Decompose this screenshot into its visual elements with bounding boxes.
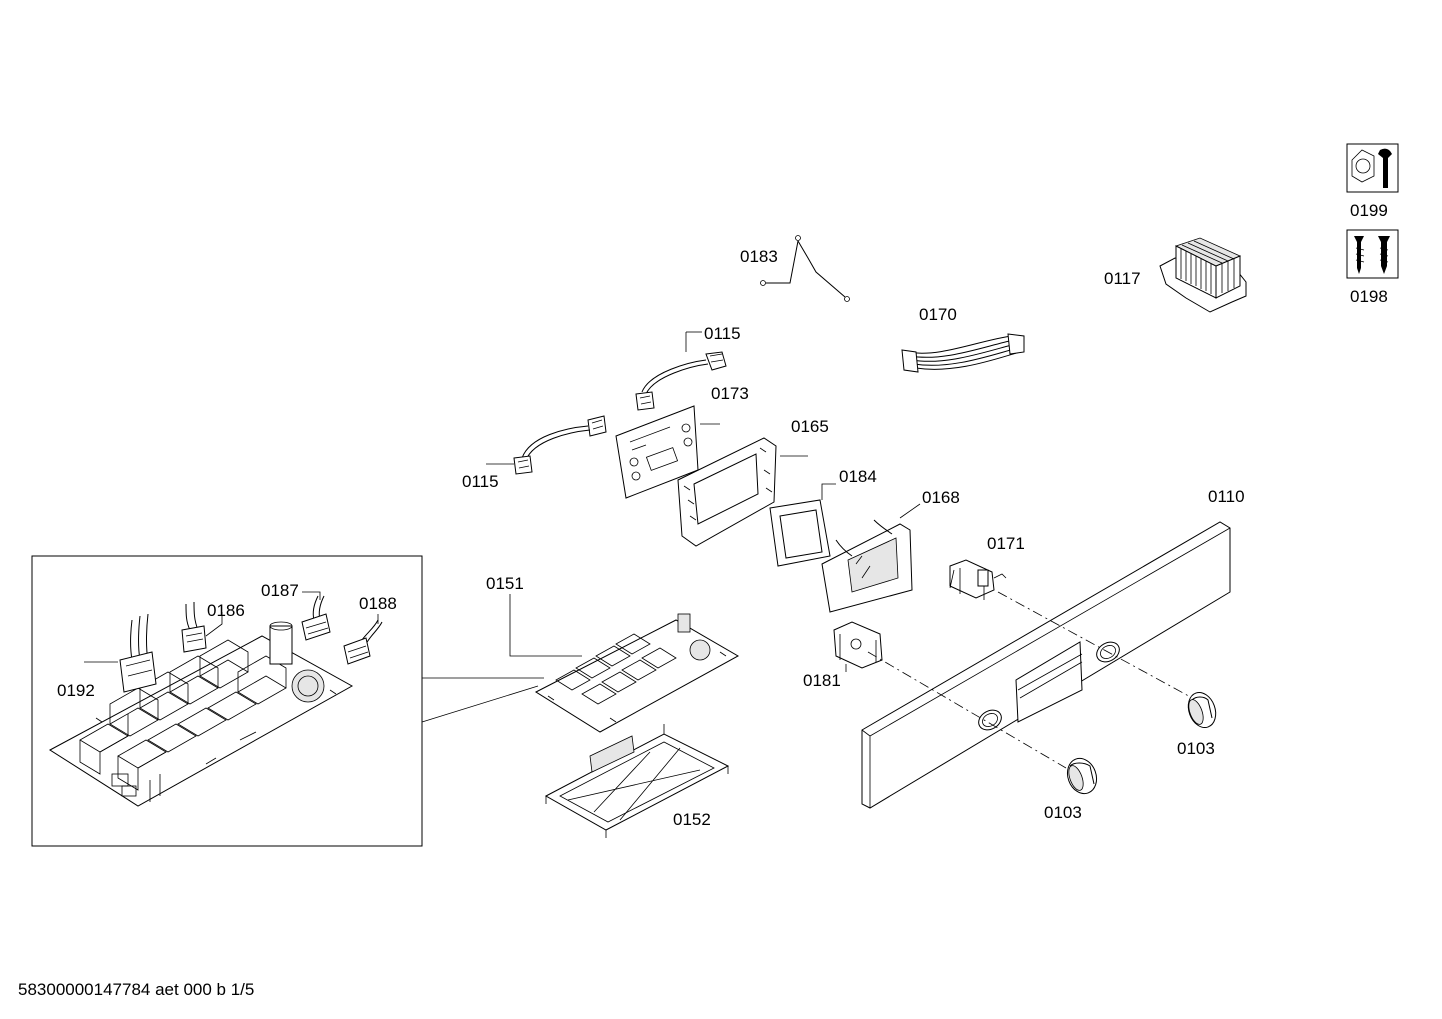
part-label-0151: 0151 [486, 574, 524, 593]
part-label-0171: 0171 [987, 534, 1025, 553]
part-label-0184: 0184 [839, 467, 877, 486]
leader-0151 [509, 594, 582, 657]
part-0103-knob-right[interactable] [1184, 689, 1221, 732]
part-0173-display-board[interactable] [615, 405, 720, 499]
part-label-0183: 0183 [740, 247, 778, 266]
part-label-0117: 0117 [1104, 269, 1141, 288]
part-label-0181: 0181 [803, 671, 841, 690]
part-label-0110: 0110 [1208, 487, 1245, 506]
detail-inset [31, 555, 544, 847]
part-0152-board-tray[interactable] [544, 724, 730, 838]
part-0186-cable[interactable] [181, 601, 223, 653]
part-label-0115-upper: 0115 [704, 324, 741, 343]
part-0187-connector[interactable] [301, 591, 331, 641]
part-label-0103-left: 0103 [1044, 803, 1082, 822]
part-label-0165: 0165 [791, 417, 829, 436]
part-label-0170: 0170 [919, 305, 957, 324]
part-label-0199: 0199 [1350, 201, 1388, 220]
screws-icon[interactable] [1346, 229, 1399, 279]
part-0184-gasket[interactable] [769, 483, 836, 567]
part-0168-display-cover[interactable] [821, 503, 921, 613]
part-label-0188: 0188 [359, 594, 397, 613]
part-0151-board-detail[interactable] [49, 621, 354, 807]
part-0115-cable-lower[interactable] [486, 415, 607, 475]
assembly-axis-right [997, 591, 1197, 701]
part-label-0187: 0187 [261, 581, 299, 600]
part-label-0115-lower: 0115 [462, 472, 499, 491]
part-0103-knob-left[interactable] [1063, 754, 1102, 797]
part-label-0173: 0173 [711, 384, 749, 403]
part-label-0103-right: 0103 [1177, 739, 1215, 758]
assembly-axis-left [867, 651, 1067, 769]
part-0183-sensor-wire[interactable] [760, 235, 850, 302]
part-0115-cable-upper[interactable] [635, 331, 727, 411]
part-0151-power-board[interactable] [534, 613, 740, 733]
part-0117-heatsink[interactable] [1159, 237, 1247, 313]
part-0188-connector[interactable] [343, 614, 383, 665]
part-0171-switch[interactable] [949, 559, 1007, 600]
part-0181-selector-switch[interactable] [833, 621, 883, 672]
document-number: 58300000147784 aet 000 b 1/5 [18, 980, 255, 999]
part-0170-ribbon-cable[interactable] [901, 333, 1025, 373]
part-0110-control-panel[interactable] [861, 521, 1231, 809]
part-label-0186: 0186 [207, 601, 245, 620]
part-0165-mounting-frame[interactable] [677, 437, 808, 547]
part-label-0198: 0198 [1350, 287, 1388, 306]
wrench-nut-icon[interactable] [1346, 143, 1399, 193]
part-label-0168: 0168 [922, 488, 960, 507]
part-label-0192: 0192 [57, 681, 95, 700]
part-0192-cable[interactable] [84, 613, 157, 693]
part-label-0152: 0152 [673, 810, 711, 829]
